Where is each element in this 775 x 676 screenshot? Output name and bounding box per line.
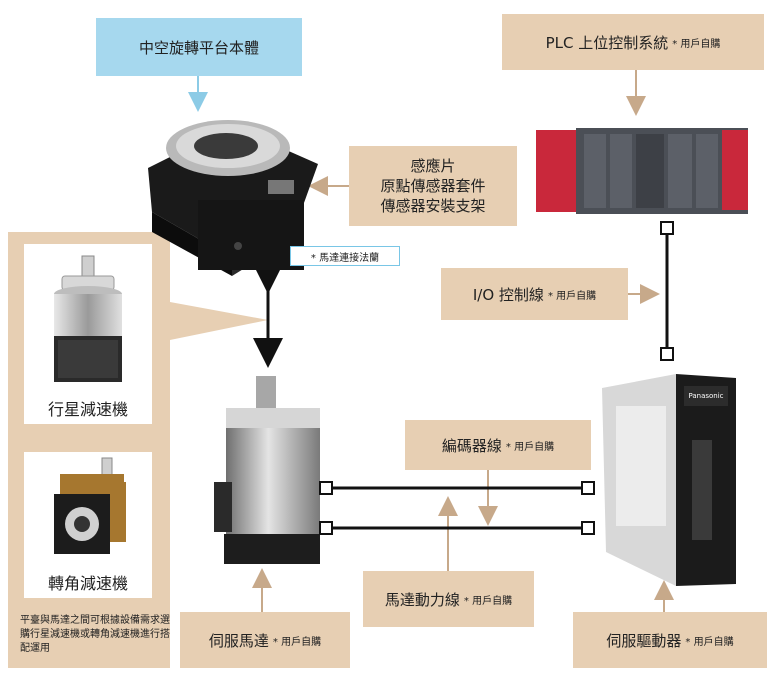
io-cable-box: I/O 控制線 * 用戶自購 bbox=[441, 268, 628, 320]
reducer-panel: 行星減速機 轉角減速機 平臺與馬達之間可根據設備需求選購行星減速機或轉角減速機進… bbox=[8, 232, 170, 668]
servo-motor-note: * 用戶自購 bbox=[272, 636, 322, 648]
right-angle-reducer-image bbox=[54, 457, 126, 554]
reducer-callout-wedge bbox=[170, 302, 268, 340]
power-cable-end-left bbox=[319, 521, 333, 535]
plc-label: PLC 上位控制系統 bbox=[545, 33, 669, 52]
sensor-line-1: 感應片 bbox=[410, 157, 456, 175]
rotary-platform-image bbox=[148, 120, 318, 276]
servo-motor-image bbox=[214, 376, 320, 564]
planetary-reducer-image bbox=[54, 255, 122, 382]
sensor-kit-box: 感應片 原點傳感器套件 傳感器安裝支架 bbox=[349, 146, 517, 226]
reducer-note: 平臺與馬達之間可根據設備需求選購行星減速機或轉角減速機進行搭配運用 bbox=[20, 615, 170, 654]
plc-label-box: PLC 上位控制系統 * 用戶自購 bbox=[502, 14, 764, 70]
driver-brand: Panasonic bbox=[688, 392, 723, 400]
servo-driver-label: 伺服驅動器 bbox=[606, 631, 682, 650]
plc-rack-image bbox=[536, 128, 748, 214]
encoder-cable-box: 編碼器線 * 用戶自購 bbox=[405, 420, 591, 470]
plc-note: * 用戶自購 bbox=[672, 38, 721, 50]
io-cable-end-top bbox=[660, 221, 674, 235]
platform-title: 中空旋轉平台本體 bbox=[96, 18, 302, 76]
encoder-cable-end-left bbox=[319, 481, 333, 495]
sensor-line-3: 傳感器安裝支架 bbox=[380, 197, 486, 215]
sensor-line-2: 原點傳感器套件 bbox=[380, 177, 486, 195]
servo-driver-note: * 用戶自購 bbox=[685, 636, 734, 648]
power-cable-label: 馬達動力線 bbox=[384, 590, 460, 609]
encoder-cable-label: 編碼器線 bbox=[441, 436, 502, 455]
servo-driver-box: 伺服驅動器 * 用戶自購 bbox=[573, 612, 767, 668]
power-cable-note: * 用戶自購 bbox=[463, 595, 513, 607]
power-cable-end-right bbox=[581, 521, 595, 535]
planetary-reducer-card: 行星減速機 bbox=[24, 244, 152, 424]
servo-motor-label: 伺服馬達 bbox=[208, 631, 269, 650]
encoder-cable-end-right bbox=[581, 481, 595, 495]
servo-driver-image bbox=[602, 374, 736, 586]
motor-flange-tag: * 馬達連接法蘭 bbox=[290, 246, 400, 266]
right-angle-reducer-label: 轉角減速機 bbox=[47, 574, 128, 593]
encoder-cable-note: * 用戶自購 bbox=[505, 441, 555, 453]
power-cable-box: 馬達動力線 * 用戶自購 bbox=[363, 571, 534, 627]
io-cable-label: I/O 控制線 bbox=[472, 285, 544, 304]
io-cable-note: * 用戶自購 bbox=[547, 290, 597, 302]
planetary-reducer-label: 行星減速機 bbox=[47, 400, 128, 419]
right-angle-reducer-card: 轉角減速機 bbox=[24, 452, 152, 598]
servo-motor-box: 伺服馬達 * 用戶自購 bbox=[180, 612, 350, 668]
io-cable-end-bottom bbox=[660, 347, 674, 361]
